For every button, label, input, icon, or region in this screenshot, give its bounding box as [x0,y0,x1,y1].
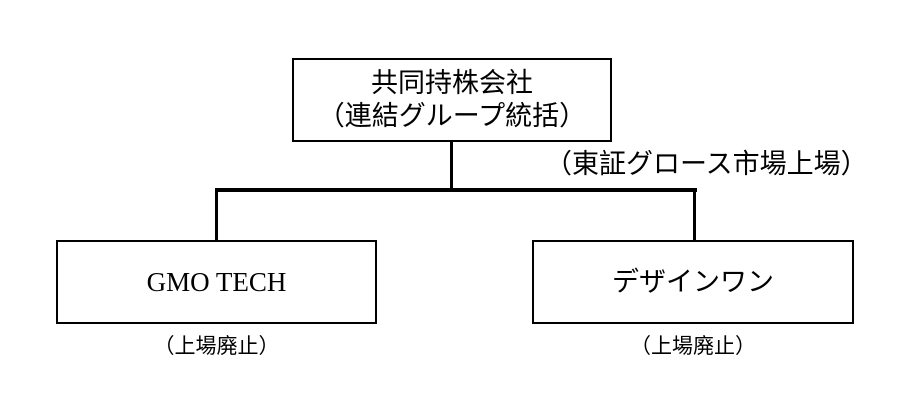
parent-listing-note: （東証グロース市場上場） [545,149,868,179]
connector-stem-line [450,140,453,190]
subsidiary-box-gmo-tech: GMO TECH [56,240,377,324]
parent-company-role: （連結グループ統括） [317,101,587,131]
delisting-note-gmo-tech: （上場廃止） [153,334,280,358]
subsidiary-name-gmo-tech: GMO TECH [146,267,287,297]
connector-horizontal-line [215,188,697,192]
connector-left-drop-line [215,190,218,240]
parent-company-name: 共同持株会社 [371,68,533,98]
subsidiary-box-designone: デザインワン [532,240,854,324]
delisting-note-designone: （上場廃止） [630,334,756,358]
subsidiary-name-designone: デザインワン [612,267,774,297]
parent-company-box: 共同持株会社 （連結グループ統括） [292,58,612,142]
connector-right-drop-line [693,190,696,240]
